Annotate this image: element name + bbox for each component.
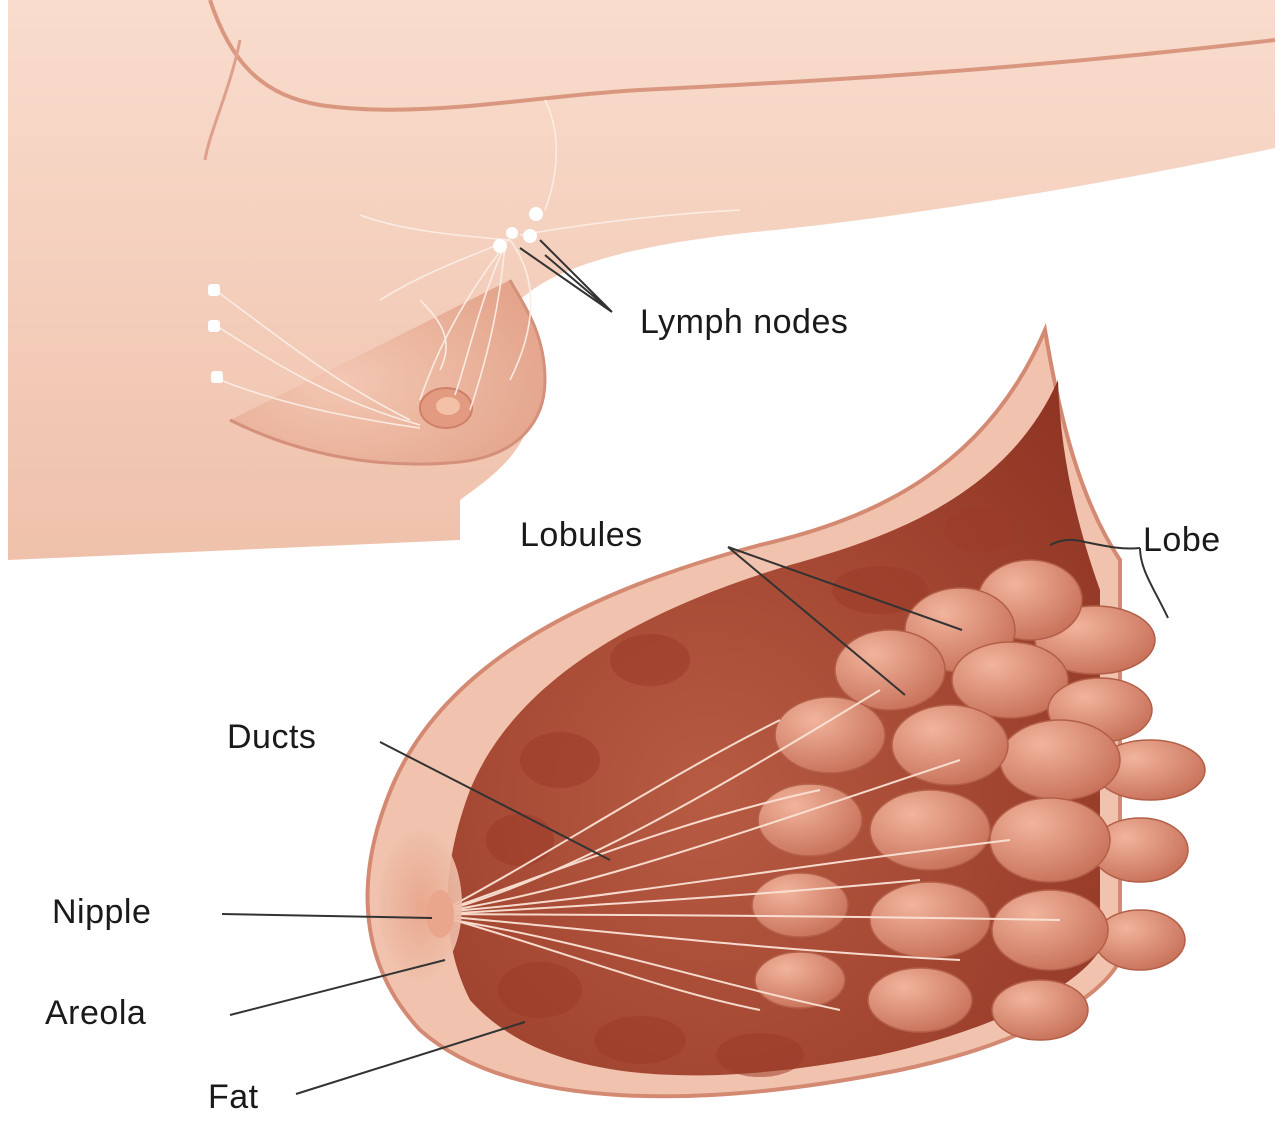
label-ducts: Ducts bbox=[227, 718, 316, 757]
label-areola: Areola bbox=[45, 994, 146, 1033]
label-lymph-nodes: Lymph nodes bbox=[640, 303, 848, 342]
label-nipple: Nipple bbox=[52, 893, 151, 932]
torso-view bbox=[8, 0, 1275, 560]
label-lobules: Lobules bbox=[520, 516, 643, 555]
nipple-upper-center bbox=[436, 397, 460, 415]
torso-and-arm-skin bbox=[8, 0, 1275, 560]
nipple-tip bbox=[426, 890, 454, 938]
label-lobe: Lobe bbox=[1143, 521, 1221, 560]
label-fat: Fat bbox=[208, 1078, 259, 1117]
